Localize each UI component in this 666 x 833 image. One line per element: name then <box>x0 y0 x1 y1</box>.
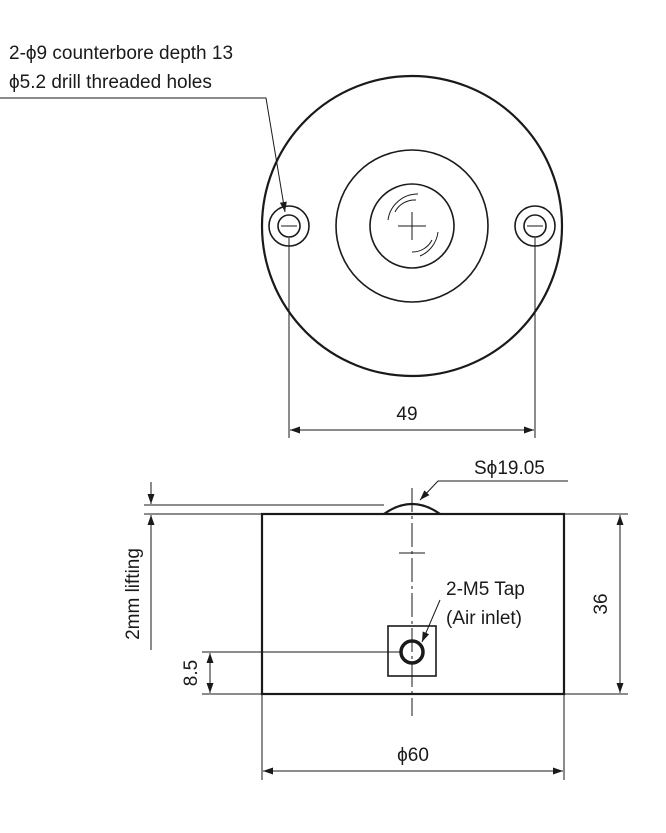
counterbore-leader <box>0 97 287 213</box>
port-height-label: 8.5 <box>181 660 202 686</box>
top-view: 2-ϕ9 counterbore depth 13 ϕ5.2 drill thr… <box>0 43 564 438</box>
hole-spacing-dimension <box>288 238 536 438</box>
center-mark <box>398 212 426 240</box>
outer-body-circle <box>260 74 564 378</box>
body-diameter-dimension <box>261 694 565 780</box>
lifting-label: 2mm lifting <box>123 548 144 640</box>
callout-line-1: 2-ϕ9 counterbore depth 13 <box>9 43 233 64</box>
ball-circle <box>369 183 455 269</box>
inner-ring-circle <box>335 149 489 303</box>
height-dimension <box>564 513 628 695</box>
hole-spacing-label: 49 <box>396 404 417 425</box>
port-height-dimension <box>202 651 400 695</box>
ball-diameter-leader <box>419 480 568 501</box>
side-view: Sϕ19.05 2mm lifting 36 2-M5 Tap (Air inl… <box>123 458 628 780</box>
body-diameter-label: ϕ60 <box>397 745 429 766</box>
tap-port-hole <box>399 639 425 665</box>
height-label: 36 <box>591 593 612 614</box>
body-rectangle <box>260 512 566 696</box>
tap-sublabel: (Air inlet) <box>446 608 522 629</box>
tap-label: 2-M5 Tap <box>446 579 525 600</box>
ball-shading <box>387 193 439 257</box>
lifting-dimension <box>144 482 384 650</box>
callout-line-2: ϕ5.2 drill threaded holes <box>9 72 212 93</box>
tap-leader <box>421 599 441 643</box>
ball-diameter-label: Sϕ19.05 <box>474 458 545 479</box>
tap-port-square <box>387 625 437 677</box>
